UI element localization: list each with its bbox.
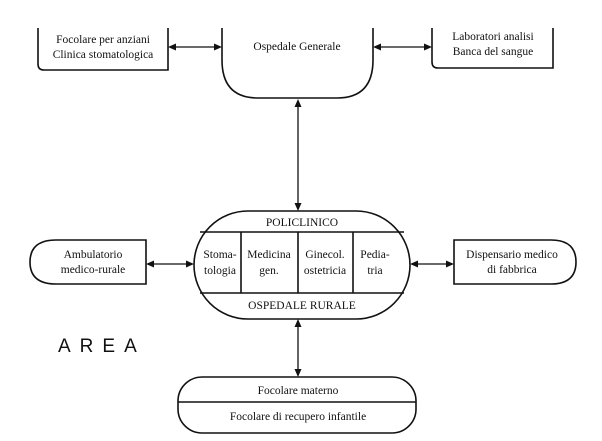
arrow-center-to-right-top bbox=[373, 43, 432, 51]
arrow-left-to-center-top bbox=[168, 43, 222, 51]
dept-medicina-line2: gen. bbox=[259, 265, 279, 277]
focolare-recupero-label: Focolare di recupero infantile bbox=[230, 411, 366, 423]
focolare-materno-outline bbox=[177, 376, 417, 434]
arrow-center-to-dispensario bbox=[410, 260, 454, 268]
dept-stomatologia-line1: Stoma- bbox=[203, 249, 236, 261]
ambulatorio-line1: Ambulatorio bbox=[64, 249, 123, 261]
focolare-materno-label: Focolare materno bbox=[258, 385, 339, 397]
laboratori-line1: Laboratori analisi bbox=[452, 31, 533, 43]
focolare-anziani-line2: Clinica stomatologica bbox=[53, 49, 154, 61]
dispensario-line2: di fabbrica bbox=[487, 264, 537, 276]
ambulatorio-line2: medico-rurale bbox=[61, 264, 126, 276]
dispensario-line1: Dispensario medico bbox=[466, 249, 558, 261]
box-dispensario: Dispensario medico di fabbrica bbox=[453, 239, 577, 285]
dept-ginecologia-line1: Ginecol. bbox=[305, 249, 344, 261]
laboratori-line2: Banca del sangue bbox=[453, 46, 533, 58]
box-ospedale-generale: Ospedale Generale bbox=[221, 28, 374, 99]
focolare-anziani-line1: Focolare per anziani bbox=[56, 34, 150, 46]
policlinico-outline bbox=[193, 210, 411, 320]
area-label: AREA bbox=[58, 336, 146, 357]
center-policlinico: POLICLINICO OSPEDALE RURALE Stoma- tolog… bbox=[193, 210, 411, 320]
arrow-ambulatorio-to-center bbox=[146, 260, 194, 268]
policlinico-label: POLICLINICO bbox=[266, 217, 338, 229]
dept-ginecologia-line2: ostetricia bbox=[304, 265, 346, 277]
arrow-generale-to-policlinico bbox=[294, 99, 302, 211]
dept-stomatologia-line2: tologia bbox=[204, 265, 236, 277]
box-laboratori: Laboratori analisi Banca del sangue bbox=[431, 28, 554, 69]
box-focolare-materno: Focolare materno Focolare di recupero in… bbox=[177, 376, 417, 434]
dept-pediatria-line1: Pedia- bbox=[360, 249, 390, 261]
dept-pediatria-line2: tria bbox=[367, 265, 382, 277]
ospedale-generale-label: Ospedale Generale bbox=[253, 41, 340, 53]
ospedale-rurale-label: OSPEDALE RURALE bbox=[248, 300, 356, 312]
arrow-rurale-to-focolare bbox=[294, 319, 302, 377]
dept-medicina-line1: Medicina bbox=[247, 249, 290, 261]
box-ambulatorio: Ambulatorio medico-rurale bbox=[29, 239, 147, 285]
box-focolare-anziani: Focolare per anziani Clinica stomatologi… bbox=[37, 28, 169, 71]
